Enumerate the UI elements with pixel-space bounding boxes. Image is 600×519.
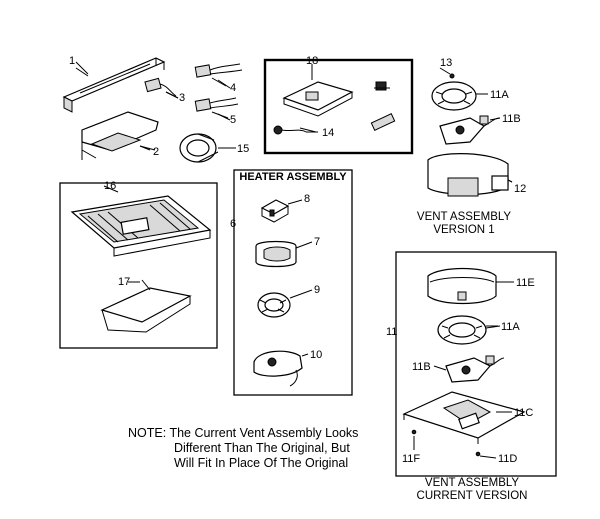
callout-3: 3	[179, 92, 185, 104]
part-5-connector	[194, 97, 239, 119]
part-15-collar	[179, 133, 236, 163]
callout-11c: 11C	[514, 407, 533, 419]
vent-v1-label-line2: VERSION 1	[433, 224, 494, 236]
callout-17: 17	[118, 276, 130, 288]
callout-11e: 11E	[516, 277, 535, 289]
part-8-heater-bracket	[260, 199, 303, 223]
part-9-heater-wheel	[257, 289, 313, 318]
callout-11: 11	[386, 326, 397, 338]
callout-15: 15	[237, 143, 249, 155]
callout-11b-v1: 11B	[502, 113, 521, 125]
part-4-connector	[194, 63, 243, 87]
box-16-grille	[59, 182, 218, 349]
part-1-rail	[62, 57, 166, 113]
callout-12: 12	[514, 183, 526, 195]
callout-5: 5	[230, 114, 236, 126]
leader-lines	[75, 61, 514, 459]
callout-13: 13	[440, 57, 452, 69]
part-12-housing-v1	[427, 153, 513, 197]
vent-current-label-line2: CURRENT VERSION	[417, 490, 528, 502]
callout-10: 10	[310, 349, 322, 361]
part-11a-wheel-v1	[431, 81, 488, 111]
callout-18: 18	[306, 55, 318, 67]
vent-current-label-line1: VENT ASSEMBLY	[425, 477, 519, 489]
part-3-connector	[144, 77, 179, 99]
callout-4: 4	[230, 82, 236, 94]
part-18-light-housing	[273, 81, 396, 135]
vent-v1-label-line1: VENT ASSEMBLY	[417, 211, 511, 223]
callout-8: 8	[304, 193, 310, 205]
box-heater-assembly	[233, 169, 353, 396]
part-11b-motor-current	[445, 355, 505, 383]
callout-11f: 11F	[402, 453, 420, 465]
callout-7: 7	[314, 236, 320, 248]
part-11a-wheel-current	[437, 315, 501, 345]
box-vent-current	[395, 251, 557, 477]
part-11e-scroll	[427, 267, 512, 305]
part-17-lens	[100, 279, 192, 333]
part-11f-screw	[411, 429, 417, 435]
note-line-2: Different Than The Original, But	[174, 441, 350, 455]
note-line-3: Will Fit In Place Of The Original	[174, 456, 348, 470]
part-16-grille	[70, 195, 212, 257]
callout-2: 2	[153, 146, 159, 158]
part-11d-screw	[475, 451, 481, 457]
callout-11b-current: 11B	[412, 361, 431, 373]
callout-9: 9	[314, 284, 320, 296]
callout-11a-current: 11A	[501, 321, 520, 333]
part-11c-mounting-plate	[402, 391, 526, 444]
callout-14: 14	[322, 127, 334, 139]
part-2-panel	[81, 111, 159, 160]
note-line-1: NOTE: The Current Vent Assembly Looks	[128, 426, 358, 440]
callout-6: 6	[230, 218, 236, 230]
callout-1: 1	[69, 55, 75, 67]
callout-11d: 11D	[498, 453, 517, 465]
heater-assembly-title: HEATER ASSEMBLY	[239, 171, 347, 183]
callout-11a-v1: 11A	[490, 89, 509, 101]
part-7-heater-shroud	[255, 240, 313, 268]
part-10-heater-motor	[253, 350, 309, 387]
callout-16: 16	[104, 180, 116, 192]
part-13-nut	[449, 73, 455, 79]
box-18-light	[263, 58, 414, 155]
part-11b-motor-v1	[439, 115, 501, 145]
